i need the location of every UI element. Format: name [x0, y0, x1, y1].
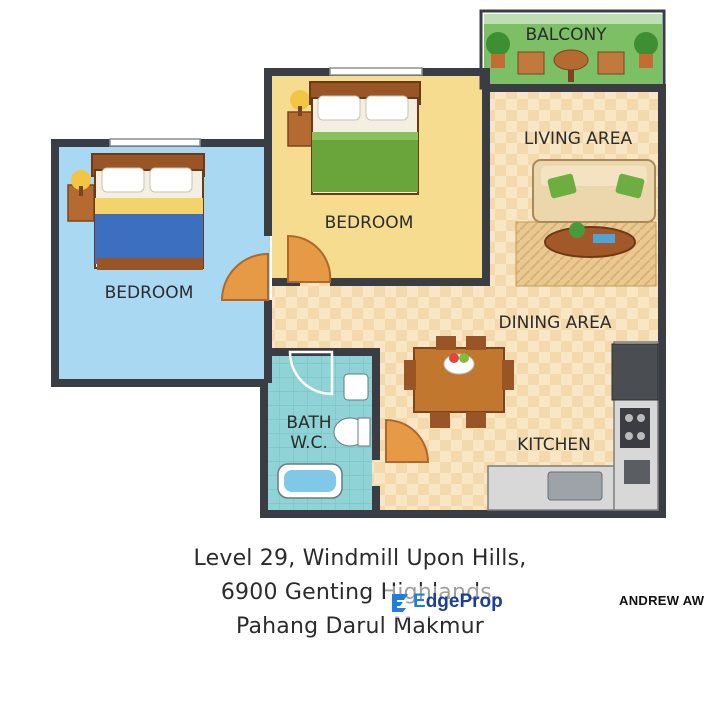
address-line-1: Level 29, Windmill Upon Hills, [193, 546, 527, 571]
label-bedroom-top: BEDROOM [325, 213, 414, 233]
edgeprop-logo-icon [392, 594, 408, 612]
edgeprop-wordmark: EdgeProp [413, 591, 503, 613]
stove [620, 408, 650, 448]
sink [343, 373, 369, 401]
label-dining-area: DINING AREA [499, 313, 612, 333]
kitchen-appliance [624, 460, 650, 484]
window-top [329, 67, 423, 76]
agent-name: ANDREW AW [619, 593, 705, 608]
door-bath[interactable] [288, 350, 334, 396]
balcony-plants [486, 32, 658, 68]
bathtub [277, 463, 343, 499]
label-bath: BATH [286, 413, 331, 433]
edgeprop-wordmark-e: E [413, 591, 426, 612]
nightstand-top [287, 90, 313, 147]
coffee-table [544, 222, 636, 258]
sofa [532, 159, 656, 223]
door-entrance[interactable] [385, 418, 430, 463]
kitchen-sink [547, 471, 603, 501]
refrigerator [611, 343, 659, 401]
floor-plan: BALCONY LIVING AREA BEDROOM BEDROOM DINI… [51, 9, 666, 518]
address-line-2: 6900 Genting Highlands, [220, 580, 500, 605]
bed-top [309, 81, 421, 195]
window-left [109, 138, 201, 147]
dining-table [404, 336, 514, 428]
label-kitchen: KITCHEN [517, 435, 591, 455]
label-wc: W.C. [290, 433, 328, 453]
nightstand-left [67, 170, 95, 222]
edgeprop-watermark: EdgeProp [385, 586, 507, 618]
balcony-railing [479, 9, 666, 90]
balcony-table-set [517, 49, 625, 82]
address-line-3: Pahang Darul Makmur [235, 614, 485, 639]
door-bedroom-left[interactable] [220, 252, 269, 301]
door-bedroom-top[interactable] [287, 234, 332, 283]
bed-left [91, 153, 205, 270]
label-bedroom-left: BEDROOM [105, 283, 194, 303]
label-balcony: BALCONY [525, 25, 607, 45]
edgeprop-wordmark-rest: dgeProp [425, 591, 503, 612]
label-living-area: LIVING AREA [524, 129, 633, 149]
toilet [333, 417, 371, 447]
